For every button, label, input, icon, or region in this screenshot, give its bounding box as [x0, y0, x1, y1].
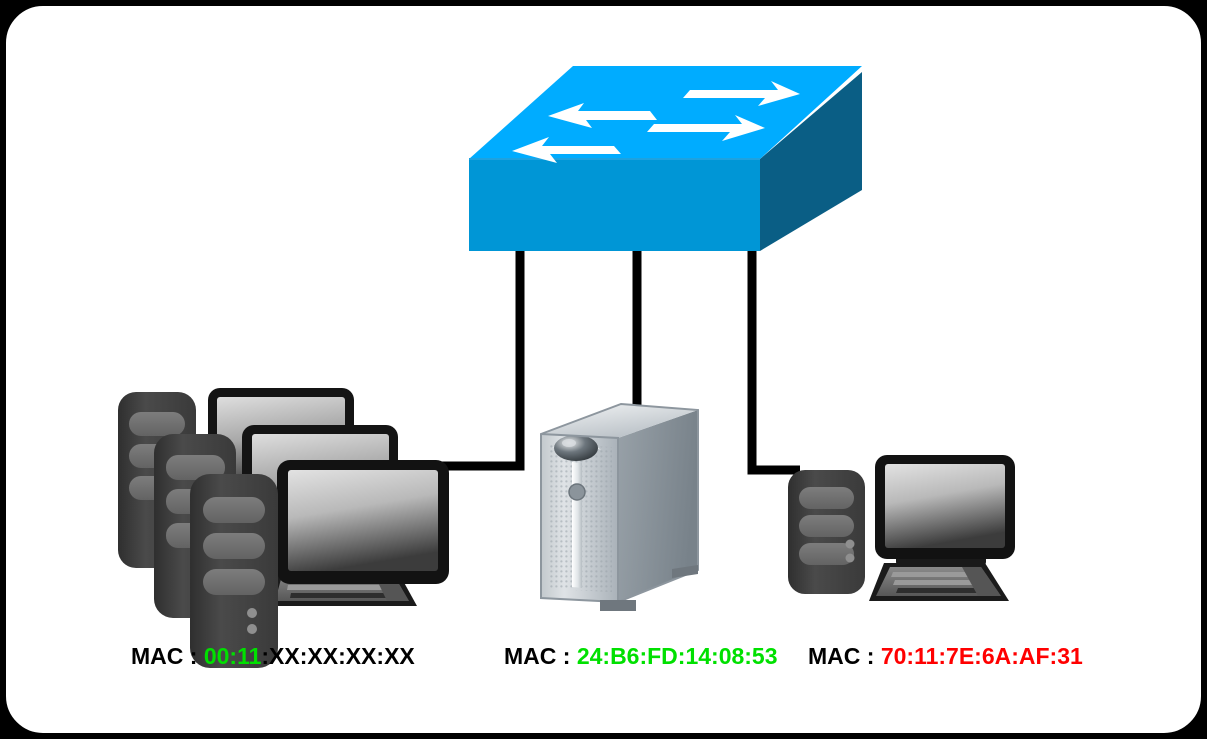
arrow-right-lower [647, 115, 765, 141]
mac-label-server: MAC : 24:B6:FD:14:08:53 [504, 643, 778, 670]
switch-side-face [760, 72, 862, 251]
cable-switch-to-right-pc [747, 248, 800, 475]
mac-prefix-center: MAC : [504, 643, 577, 669]
server-indicator-eye [554, 435, 598, 461]
server-foot-front [600, 600, 636, 611]
mac-prefix-left: MAC : [131, 643, 204, 669]
switch-arrows [512, 81, 800, 163]
server-tower-icon[interactable] [540, 402, 699, 611]
server-light-strip [572, 462, 582, 588]
mac-highlight-center: 24:B6:FD:14:08:53 [576, 643, 778, 669]
mac-highlight-right: 70:11:7E:6A:AF:31 [880, 643, 1083, 669]
switch-top-face [469, 66, 862, 159]
server-power-button[interactable] [568, 483, 586, 501]
mac-label-right-pc: MAC : 70:11:7E:6A:AF:31 [808, 643, 1083, 670]
server-side-face [618, 410, 698, 602]
arrow-left-lower [512, 137, 621, 163]
computer-front [190, 460, 449, 668]
power-led-right [845, 539, 855, 549]
server-foot-back [672, 565, 698, 578]
desktop-computers-icon[interactable] [118, 388, 449, 668]
mac-prefix-right: MAC : [808, 643, 881, 669]
arrow-left-upper [548, 103, 657, 128]
mac-label-left-group: MAC : 00:11:XX:XX:XX:XX [131, 643, 415, 670]
mac-highlight-left: 00:11 [203, 643, 262, 669]
desktop-computer-icon[interactable] [788, 455, 1015, 601]
server-top-face [541, 404, 698, 438]
mac-suffix-left: :XX:XX:XX:XX [261, 643, 415, 669]
activity-led-right [845, 553, 855, 563]
power-led [247, 608, 257, 618]
switch-icon[interactable] [469, 66, 862, 251]
activity-led [247, 624, 257, 634]
arrow-right-upper [683, 81, 800, 106]
switch-front-face [469, 159, 760, 251]
